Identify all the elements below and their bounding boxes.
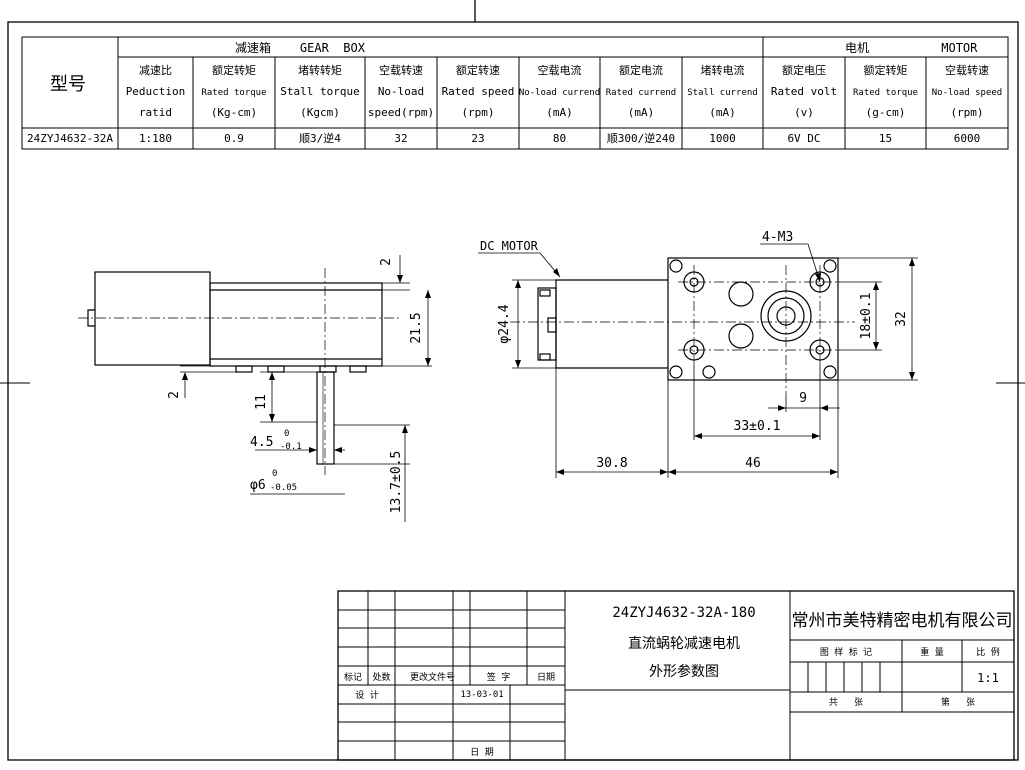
dim-21-5: 21.5 <box>409 312 424 343</box>
cell-7: 1000 <box>709 132 736 145</box>
col-7-en1: Stall currend <box>687 88 757 98</box>
drawing-name-line1: 直流蜗轮减速电机 <box>628 635 740 652</box>
model-header: 型号 <box>50 74 86 95</box>
col-6-cn: 额定电流 <box>619 63 663 77</box>
col-8-cn: 额定电压 <box>782 63 826 77</box>
dim-phi24-4: φ24.4 <box>497 304 512 343</box>
gearbox-header: 减速箱 GEAR BOX <box>235 40 366 55</box>
column-headers: 减速比 Peduction ratid 额定转矩 Rated torque (Kg-cm)… <box>126 63 1003 119</box>
cell-4: 23 <box>471 132 484 145</box>
col-10-en1: No-load speed <box>932 88 1002 98</box>
rev-header-0: 标记 <box>344 671 362 683</box>
side-view: 2 21.5 2 11 4.5 0 -0.1 φ6 0 -0.05 13.7±0… <box>78 255 432 522</box>
dim-30-8: 30.8 <box>596 456 627 471</box>
col-5-cn: 空载电流 <box>538 63 582 77</box>
rev-header-1: 处数 <box>372 671 390 683</box>
col-5-en1: No-load currend <box>519 88 600 98</box>
company-name: 常州市美特精密电机有限公司 <box>792 611 1013 631</box>
total-sheets-label: 共 张 <box>829 697 863 708</box>
side-view-outline <box>87 271 383 465</box>
col-10-en2: (rpm) <box>950 106 983 119</box>
cell-1: 0.9 <box>224 132 244 145</box>
col-9-en2: (g-cm) <box>866 106 906 119</box>
dim-4-5: 4.5 <box>250 435 273 450</box>
cell-3: 32 <box>394 132 407 145</box>
col-1-en2: (Kg-cm) <box>211 106 257 119</box>
rev-header-4: 日期 <box>537 672 555 683</box>
col-9-en1: Rated torque <box>853 88 918 98</box>
dim-4-5-tol-low: -0.1 <box>280 442 302 452</box>
col-1-en1: Rated torque <box>201 88 266 98</box>
col-5-en2: (mA) <box>546 106 573 119</box>
title-block: 标记处数 更改文件号 签 字 日期 设 计 13-03-01 日 期 24ZYJ463… <box>337 590 1015 761</box>
row-values: 1:180 0.9 顺3/逆4 32 23 80 顺300/逆240 1000 6V DC 15 6… <box>139 131 980 145</box>
col-8-en2: (v) <box>794 106 814 119</box>
col-3-cn: 空载转速 <box>379 63 423 77</box>
dim-33: 33±0.1 <box>734 419 781 434</box>
design-label: 设 计 <box>355 689 378 701</box>
mark-label: 图 样 标 记 <box>820 646 872 658</box>
col-7-en2: (mA) <box>709 106 736 119</box>
front-view-outline <box>537 257 839 381</box>
dim-phi6-tol-low: -0.05 <box>270 483 297 493</box>
drawing-name-line2: 外形参数图 <box>649 663 719 680</box>
cell-0: 1:180 <box>139 132 172 145</box>
col-2-en1: Stall torque <box>280 85 359 98</box>
col-8-en1: Rated volt <box>771 85 837 98</box>
cell-8: 6V DC <box>787 132 820 145</box>
scale-label: 比 例 <box>976 646 999 658</box>
dim-top-2: 2 <box>379 258 394 266</box>
rev-header-2: 更改文件号 <box>410 671 455 683</box>
drawing-number: 24ZYJ4632-32A-180 <box>612 605 755 621</box>
dim-32: 32 <box>894 311 909 327</box>
col-9-cn: 额定转矩 <box>864 63 908 77</box>
revision-headers: 标记处数 更改文件号 签 字 日期 <box>344 671 555 683</box>
motor-header: 电机 MOTOR <box>845 41 978 55</box>
dim-9: 9 <box>799 391 807 406</box>
col-0-en1: Peduction <box>126 85 186 98</box>
holes-label: 4-M3 <box>762 230 793 245</box>
col-3-en2: speed(rpm) <box>368 106 434 119</box>
cell-6: 顺300/逆240 <box>607 131 675 145</box>
dim-11: 11 <box>254 394 269 410</box>
front-view: DC MOTOR 4-M3 φ24.4 18±0.1 32 9 33±0.1 3… <box>478 230 918 478</box>
dim-18: 18±0.1 <box>859 293 874 340</box>
col-6-en2: (mA) <box>628 106 655 119</box>
col-2-en2: (Kgcm) <box>300 106 340 119</box>
cell-2: 顺3/逆4 <box>299 131 341 145</box>
dim-phi6-tol-up: 0 <box>272 469 277 479</box>
col-4-en1: Rated speed <box>442 85 515 98</box>
cell-5: 80 <box>553 132 566 145</box>
dim-bottom-2: 2 <box>167 391 182 399</box>
col-0-cn: 减速比 <box>139 64 172 77</box>
dim-4-5-tol-up: 0 <box>284 429 289 439</box>
dim-phi6: φ6 <box>250 478 266 493</box>
motor-label: DC MOTOR <box>480 239 539 253</box>
spec-table: 型号 减速箱 GEAR BOX 电机 MOTOR 减速比 Peduction rat… <box>21 36 1009 150</box>
cell-10: 6000 <box>954 132 981 145</box>
dim-13-7: 13.7±0.5 <box>389 451 404 514</box>
date-label: 日 期 <box>470 747 493 758</box>
model-value: 24ZYJ4632-32A <box>27 132 113 145</box>
col-2-cn: 堵转转矩 <box>298 63 342 77</box>
design-date: 13-03-01 <box>460 690 503 700</box>
col-7-cn: 堵转电流 <box>701 63 745 77</box>
col-10-cn: 空载转速 <box>945 63 989 77</box>
cell-9: 15 <box>879 132 892 145</box>
col-0-en2: ratid <box>139 106 172 119</box>
sheet-number-label: 第 张 <box>941 696 975 708</box>
col-4-en2: (rpm) <box>461 106 494 119</box>
col-3-en1: No-load <box>378 85 424 98</box>
weight-label: 重 量 <box>920 646 943 658</box>
col-4-cn: 额定转速 <box>456 63 500 77</box>
rev-header-3: 签 字 <box>487 671 510 683</box>
col-1-cn: 额定转矩 <box>212 63 256 77</box>
col-6-en1: Rated currend <box>606 88 676 98</box>
dim-46: 46 <box>745 456 761 471</box>
scale-value: 1:1 <box>977 671 999 685</box>
